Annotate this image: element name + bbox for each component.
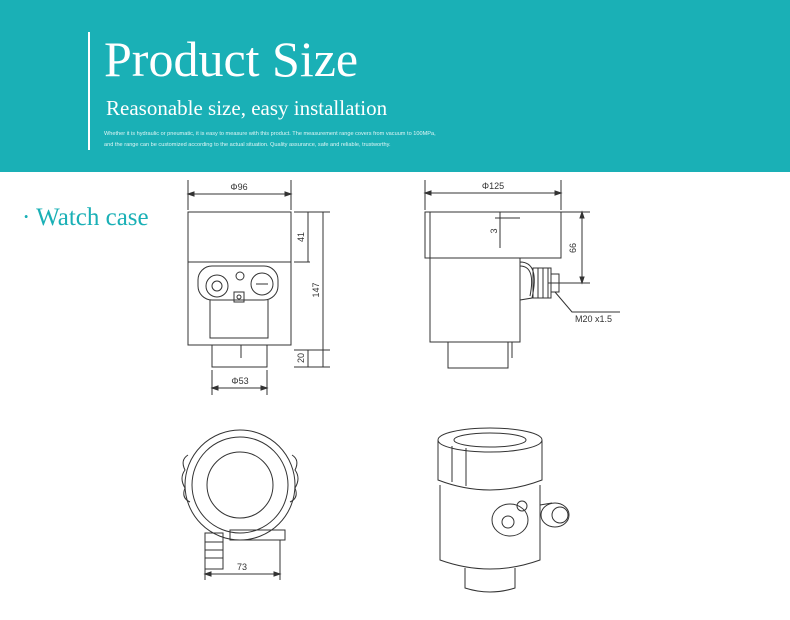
- page-subtitle: Reasonable size, easy installation: [106, 96, 388, 120]
- iso-cable-gland: [540, 502, 570, 528]
- dim-thread: M20 x1.5: [575, 314, 612, 324]
- header-banner: [0, 0, 790, 172]
- side-dome: [519, 261, 535, 301]
- front-neck: [211, 345, 268, 368]
- top-cable-gland: [204, 532, 224, 570]
- section-label-watch-case: · Watch case: [22, 204, 149, 231]
- iso-neck: [464, 568, 516, 593]
- dim-front-width: Φ96: [230, 182, 247, 192]
- description-line-2: and the range can be customized accordin…: [104, 142, 391, 148]
- dim-front-total-height: 147: [311, 282, 321, 297]
- dim-side-height: 66: [568, 243, 578, 253]
- top-inner-window: [206, 451, 274, 519]
- header-description: Whether it is hydraulic or pneumatic, it…: [104, 129, 524, 151]
- side-view: [423, 180, 620, 369]
- iso-body: [439, 485, 541, 570]
- front-knob-left: [205, 274, 229, 298]
- front-knob-right: [250, 272, 274, 296]
- front-cap: [187, 211, 292, 263]
- isometric-view: [437, 427, 570, 593]
- front-control-panel: [197, 265, 279, 301]
- front-view: [186, 180, 330, 395]
- iso-cap: [437, 440, 543, 491]
- dim-top-width: 73: [237, 562, 247, 572]
- iso-control-panel: [491, 503, 529, 537]
- dim-side-width: Φ125: [482, 181, 504, 191]
- dim-front-bottom-diameter: Φ53: [231, 376, 248, 386]
- side-neck: [447, 342, 509, 369]
- page-title: Product Size: [104, 31, 359, 87]
- side-cap: [424, 211, 562, 259]
- front-body: [187, 262, 292, 346]
- description-line-1: Whether it is hydraulic or pneumatic, it…: [104, 131, 436, 137]
- title-accent-bar: [88, 32, 90, 150]
- dim-front-top-height: 41: [296, 232, 306, 242]
- top-view: [181, 429, 299, 580]
- dim-front-bottom-height: 20: [296, 353, 306, 363]
- dim-side-lip: 3: [489, 228, 499, 233]
